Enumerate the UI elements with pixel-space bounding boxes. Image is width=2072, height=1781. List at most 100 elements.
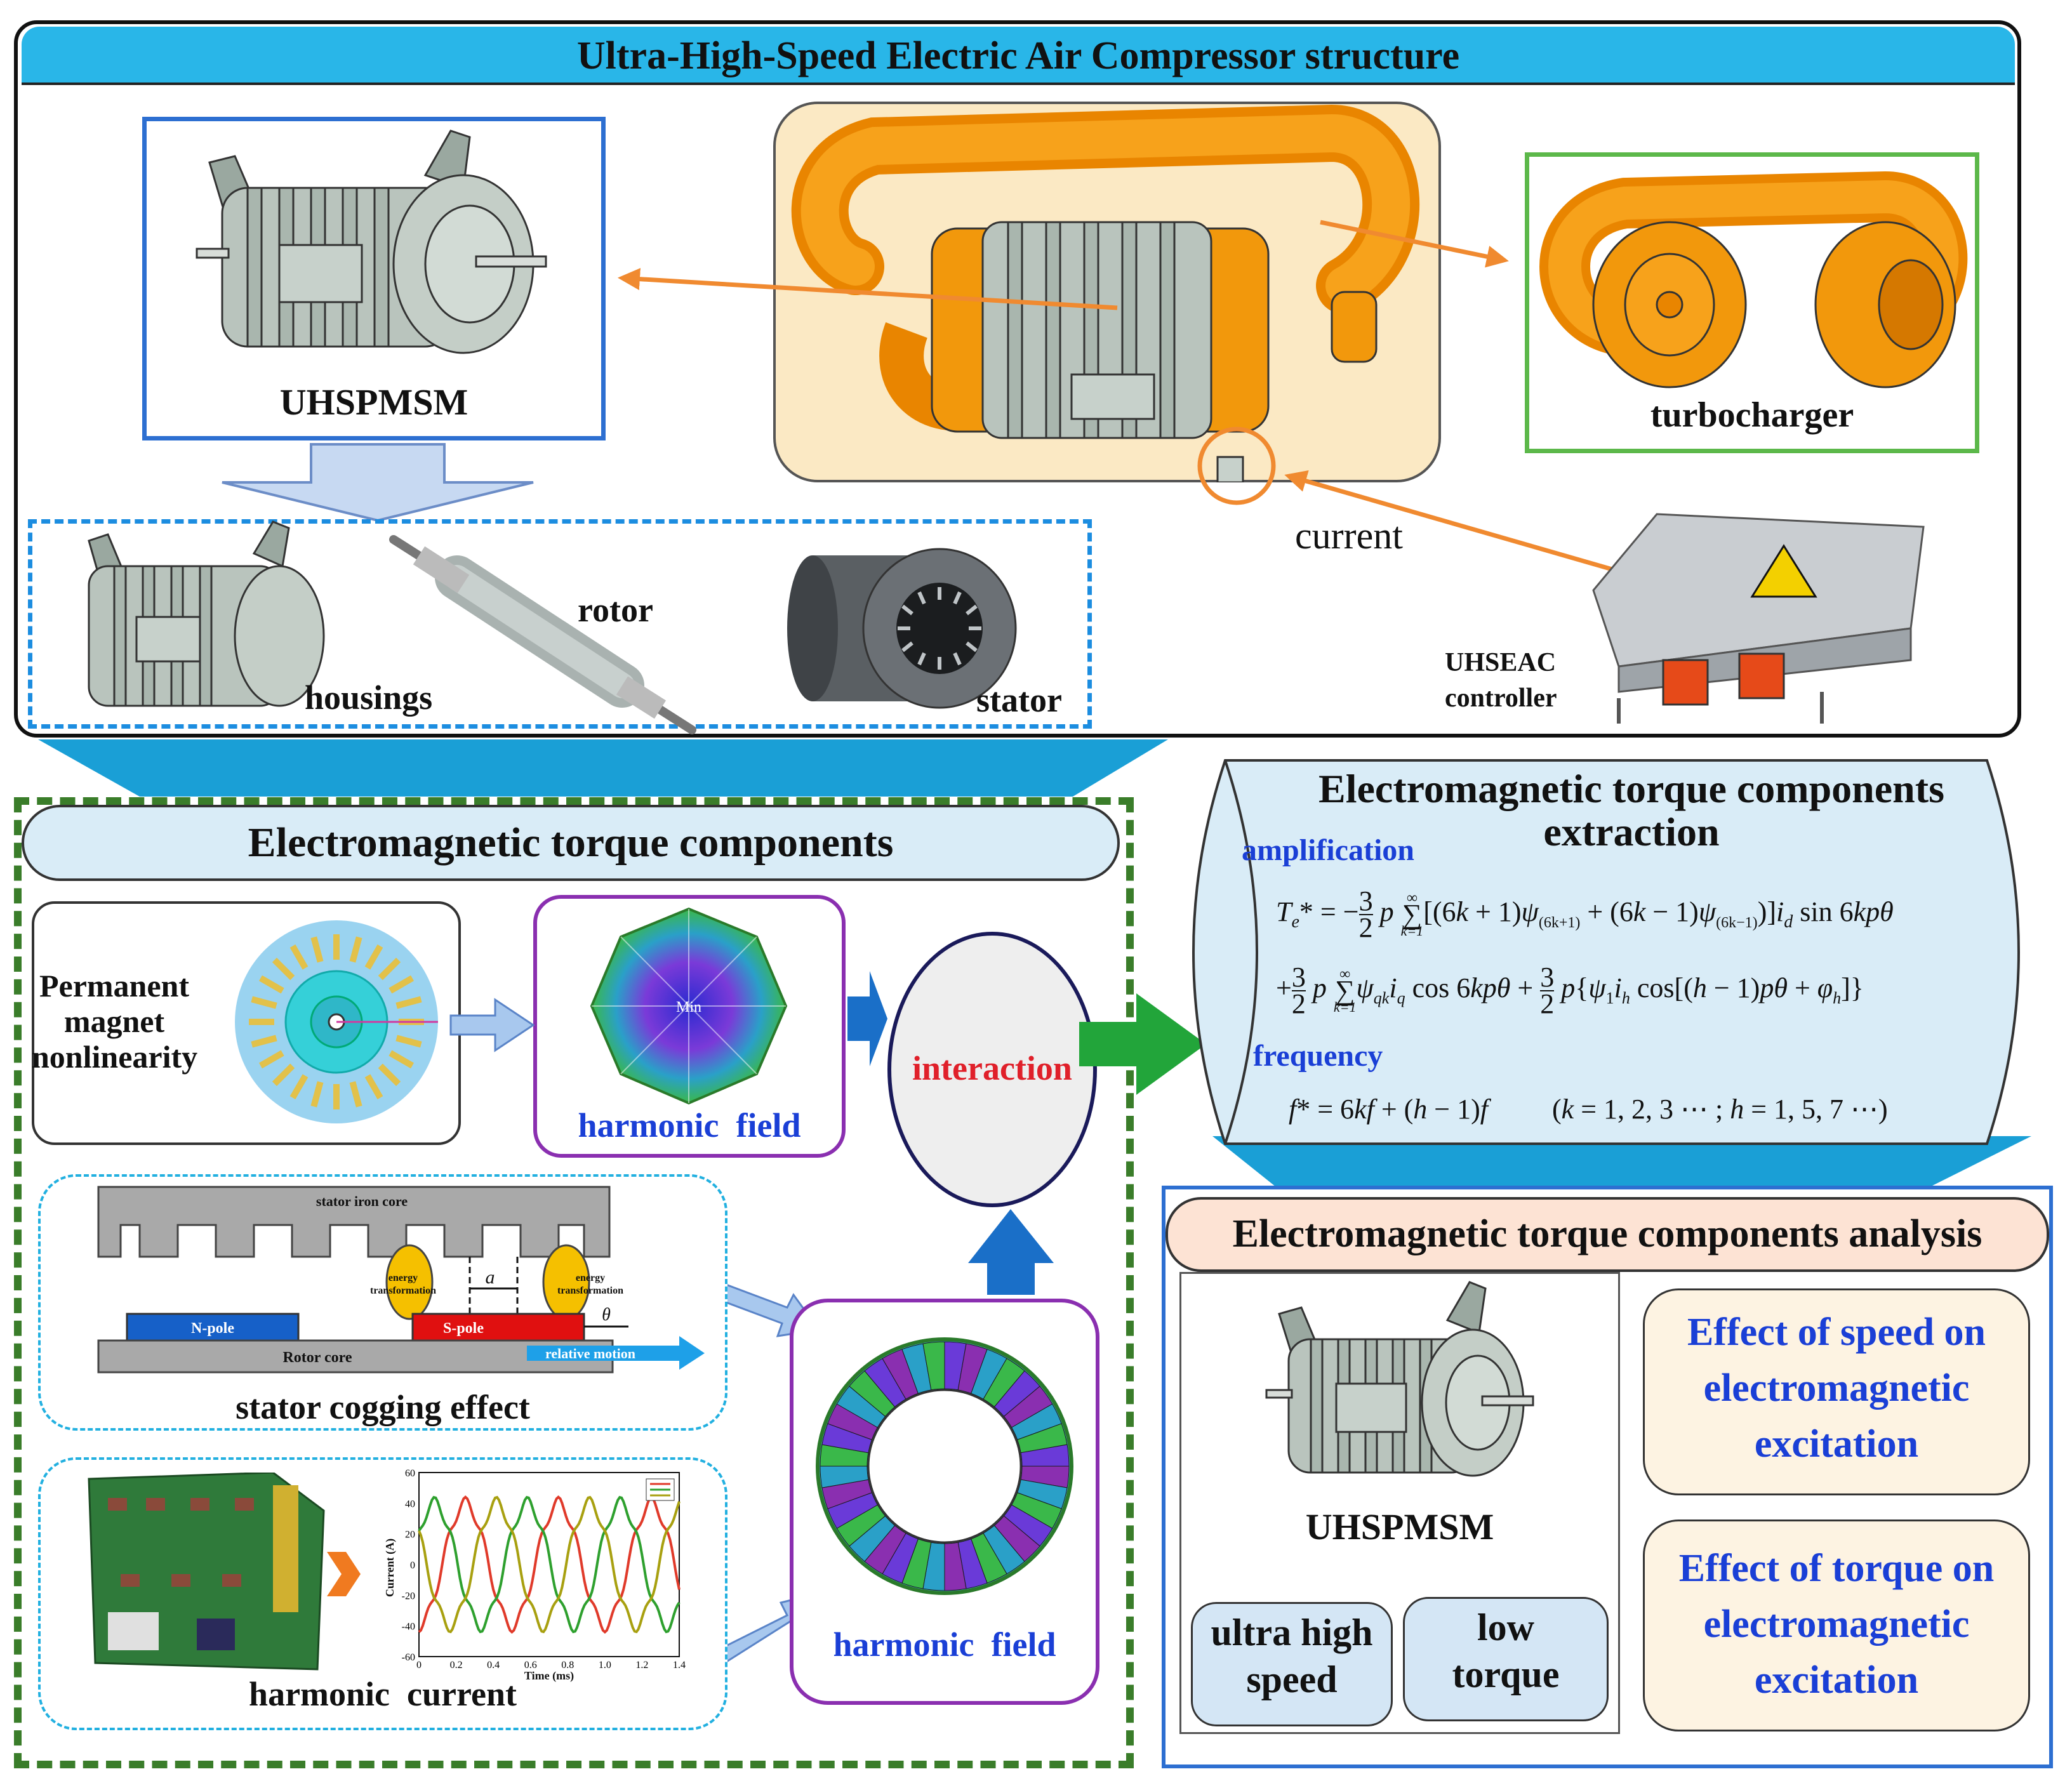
effect-torque-text-1: Effect of torque on [1678,1547,1995,1590]
pm-slot [333,934,340,960]
extraction-to-analysis-trapezoid [1212,1136,2031,1187]
pm-label-3: nonlinearity [32,1039,198,1075]
harmonic-field-label-1: harmonic field [578,1106,801,1144]
motor-body-icon [196,129,547,354]
pm-slot [249,1019,274,1025]
arrow-from-controller [1284,470,1619,574]
plot-ytick: -40 [402,1622,415,1632]
ultra-high-speed-text-1: ultra high [1211,1612,1373,1653]
ring-segment [1020,1444,1070,1467]
plot-ytick: -20 [402,1591,415,1601]
pm-slot [388,1050,415,1069]
plot-xtick: 0 [416,1660,422,1671]
ultra-high-speed-badge [1191,1602,1393,1726]
controller-label-2: controller [1445,684,1557,713]
turbocharger-icon [1539,171,1968,388]
pm-slot [349,936,362,963]
arrow-pm-to-field [449,998,535,1052]
top-title: Ultra-High-Speed Electric Air Compressor… [576,34,1460,77]
svg-text:transformation: transformation [557,1285,623,1296]
pm-slot [364,944,383,970]
housings-icon [88,520,325,707]
stator-core-teeth [97,1186,611,1258]
pm-slots [249,934,424,1109]
plot-ytick: -60 [402,1652,415,1663]
pcb-image [88,1473,325,1671]
plot-xtick: 1.2 [635,1660,648,1671]
pm-slot [310,1081,324,1108]
uhspmsm-down-arrow [222,443,534,522]
housings-label: housings [305,679,433,717]
arrow-interaction-to-extraction [1079,993,1206,1095]
svg-text:a: a [486,1267,495,1288]
analysis-motor-icon [1265,1281,1534,1477]
ring-segments [820,1341,1070,1591]
low-torque-text-2: torque [1452,1653,1560,1695]
rotor-image [389,535,696,734]
rotor-label: rotor [578,591,653,629]
effect-speed-text-1: Effect of speed on [1687,1311,1986,1354]
pm-slot [349,1081,362,1108]
interaction-ellipse [887,932,1097,1207]
plot-xlabel: Time (ms) [524,1669,574,1682]
svg-text:relative motion: relative motion [545,1346,635,1361]
pm-slot [258,975,284,994]
turbocharger-image [1539,171,1968,388]
svg-text:Rotor core: Rotor core [282,1349,352,1366]
controller-icon [1592,513,1925,724]
svg-text:N-pole: N-pole [191,1320,234,1337]
controller-label-1: UHSEAC [1445,648,1557,677]
current-series-3 [418,1495,681,1634]
low-torque-text-1: low [1477,1606,1534,1648]
effect-torque-text-3: excitation [1754,1659,1919,1702]
pm-slot [333,1084,340,1109]
pm-label-2: magnet [63,1003,165,1039]
plot-ytick: 20 [405,1530,415,1540]
arrow-field-to-interaction [847,971,887,1066]
components-title: Electromagnetic torque components [248,819,894,866]
plot-xtick: 0.6 [524,1660,537,1671]
analysis-title: Electromagnetic torque components analys… [1232,1212,1982,1255]
pm-slot [258,1050,284,1069]
analysis-motor-image [1265,1281,1534,1477]
effect-speed-text-2: electromagnetic [1703,1367,1970,1410]
plot-ylabel: Current (A) [383,1539,397,1597]
arrow-to-turbocharger [1320,220,1509,268]
pm-slot [378,957,401,981]
top-arrows [222,220,1619,574]
plot-legend [646,1478,675,1501]
housings-image [88,520,325,707]
pm-slot [251,996,277,1009]
frequency-equation: f* = 6kf + (h − 1)f (k = 1, 2, 3 ⋯ ; h =… [1289,1094,1888,1125]
pm-slot [272,1063,295,1087]
svg-text:energy: energy [576,1273,605,1283]
amplification-label: amplification [1242,833,1414,867]
uhspmsm-motor-image [196,129,547,354]
pm-motor-crosssection [235,920,438,1123]
svg-text:S-pole: S-pole [443,1320,484,1337]
current-label: current [1295,515,1403,557]
plot-xtick: 0.4 [487,1660,500,1671]
min-label: Min [676,999,701,1016]
cogging-diagram: stator iron core energy transformation e… [97,1186,705,1374]
analysis-title-pill [1166,1197,2049,1272]
pm-slot [289,1074,309,1100]
plot-series [418,1495,681,1634]
parts-dashed-box [28,519,1092,729]
stator-icon [787,548,1017,709]
pm-slot [395,996,422,1009]
effect-torque-text-2: electromagnetic [1703,1603,1970,1646]
top-to-components-trapezoid [38,739,1168,797]
pcb-to-plot-chevron [327,1552,361,1596]
compressor-housing-icon [931,221,1378,482]
ultra-high-speed-text-2: speed [1246,1659,1338,1700]
pm-slot [378,1063,401,1087]
extraction-title-1: Electromagnetic torque components [1318,766,1944,811]
effect-torque-card [1643,1519,2030,1731]
pm-label-1: Permanent [39,968,190,1003]
